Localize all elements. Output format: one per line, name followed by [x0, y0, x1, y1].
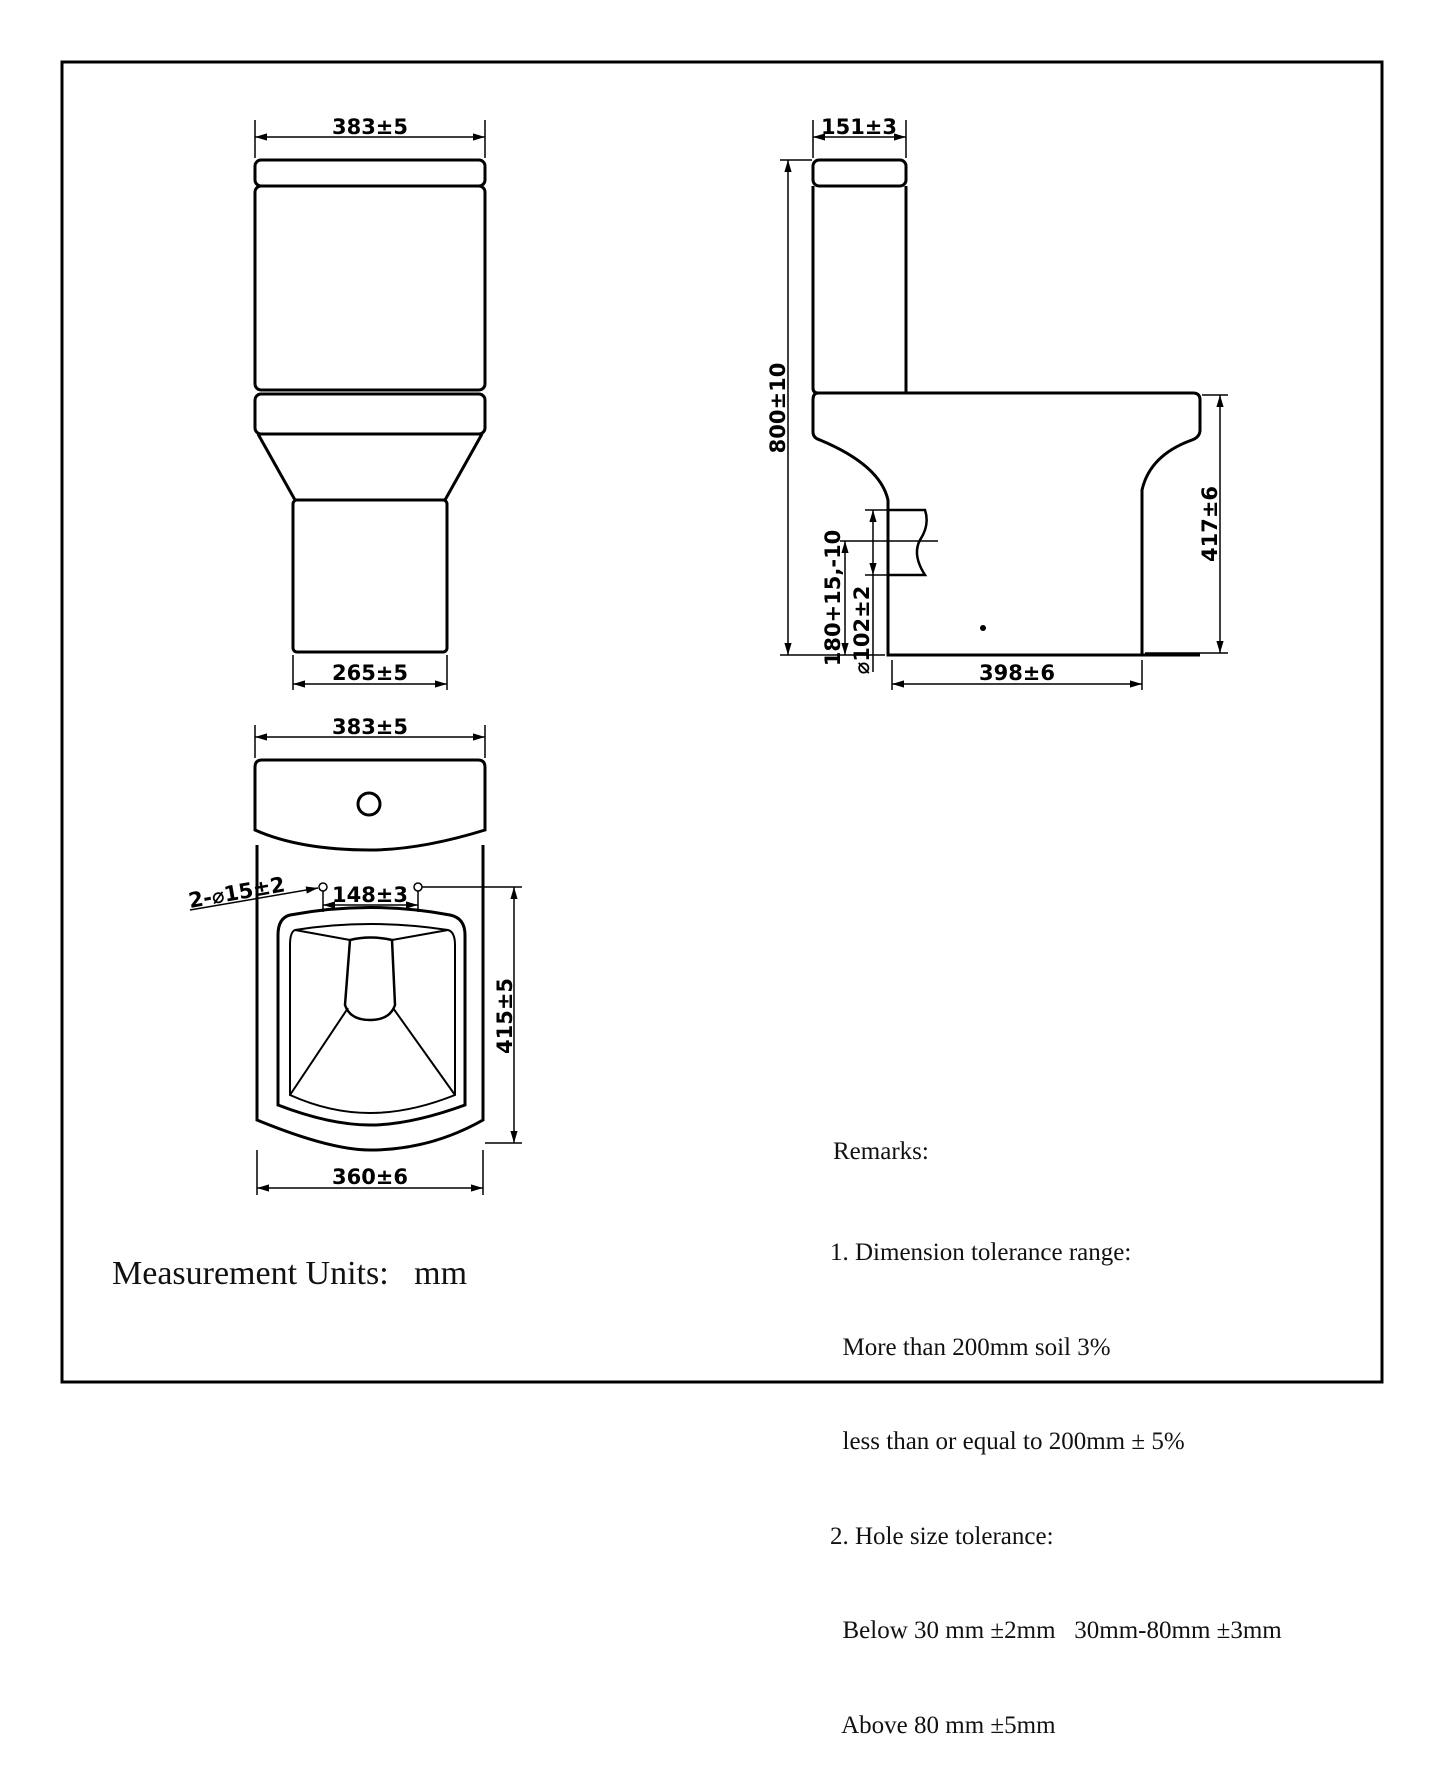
- side-view-mark: [980, 625, 986, 631]
- side-tank-depth-label: 151±3: [821, 115, 897, 139]
- remark-line: Above 80 mm ±5mm: [830, 1711, 1056, 1739]
- top-hole-spacing-label: 148±3: [332, 883, 408, 907]
- side-view: [811, 158, 1202, 657]
- remark-line: Below 30 mm ±2mm 30mm-80mm ±3mm: [830, 1617, 1282, 1644]
- remark-line: less than or equal to 200mm ± 5%: [830, 1428, 1185, 1455]
- technical-drawing: 383±5 265±5 151±3 800±10 417±6 180+15,-1…: [60, 60, 1384, 1384]
- units-value: mm: [414, 1255, 468, 1292]
- side-base-depth-label: 398±6: [979, 661, 1055, 685]
- front-base-width-label: 265±5: [332, 661, 408, 685]
- remarks-block: 1. Dimension tolerance range: More than …: [830, 1174, 1282, 1773]
- top-width-label: 383±5: [332, 715, 408, 739]
- remark-line: 1. Dimension tolerance range:: [830, 1239, 1132, 1266]
- remark-line: 2. Hole size tolerance:: [830, 1522, 1054, 1550]
- units-label: Measurement Units:: [112, 1255, 389, 1292]
- top-bowl-width-label: 360±6: [332, 1165, 408, 1189]
- top-length-label: 415±5: [493, 978, 517, 1054]
- drawing-border: [60, 60, 1384, 1384]
- side-outlet-height-label: 180+15,-10: [821, 530, 845, 667]
- side-seat-height-label: 417±6: [1198, 486, 1222, 562]
- side-outlet-diameter-label: ⌀102±2: [850, 586, 874, 675]
- front-view: [253, 158, 487, 654]
- measurement-units: Measurement Units: mm: [112, 1255, 467, 1293]
- remark-line: More than 200mm soil 3%: [830, 1333, 1111, 1361]
- front-top-width-label: 383±5: [332, 115, 408, 139]
- remarks-title: Remarks:: [833, 1138, 929, 1165]
- top-holes-label: 2-⌀15±2: [187, 872, 287, 913]
- side-total-height-label: 800±10: [766, 363, 790, 454]
- top-view: [253, 758, 487, 1152]
